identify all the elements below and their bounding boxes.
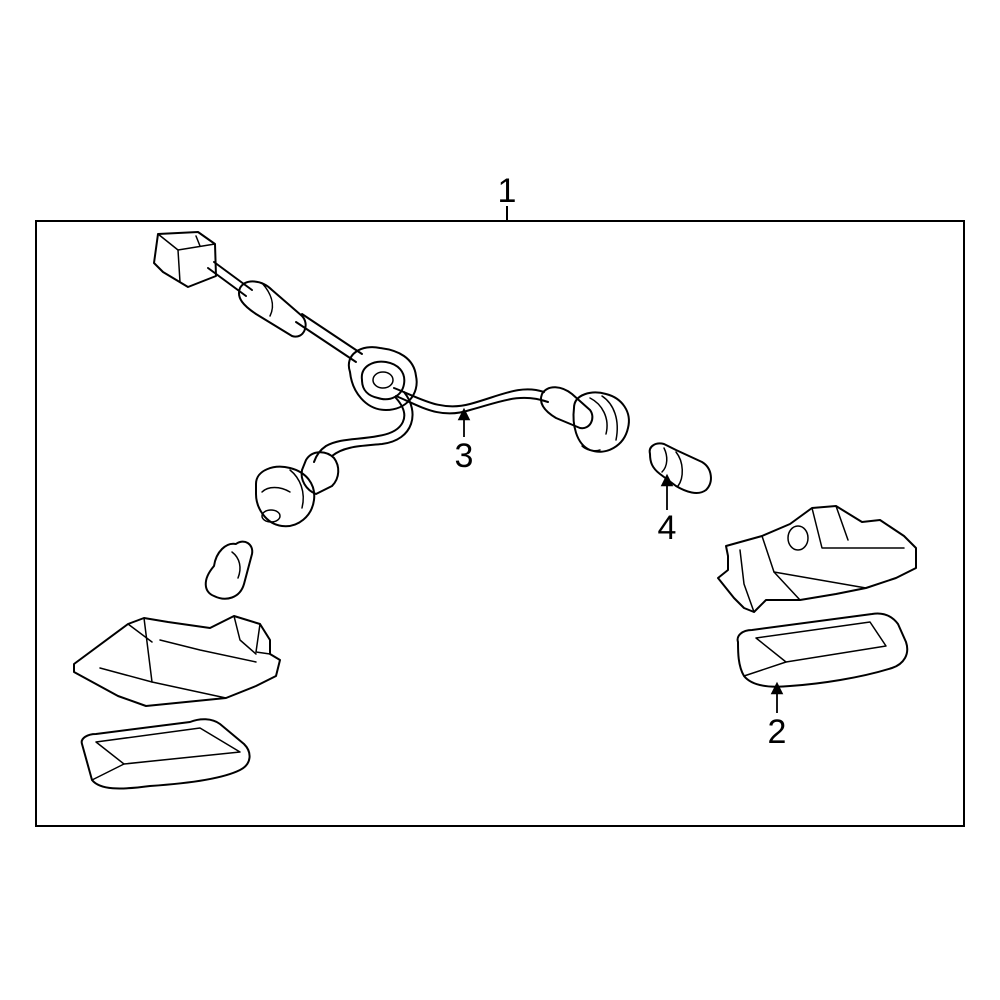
callout-2: 2 [768, 713, 787, 751]
assembly-frame [35, 220, 965, 827]
wire-harness [153, 231, 630, 528]
bulb-left-highlighted [204, 540, 254, 600]
callout-4: 4 [658, 509, 677, 547]
lens-left-highlighted [80, 718, 251, 790]
lens-right-part-2 [736, 612, 909, 688]
left-bulb-socket [255, 451, 340, 528]
harness-connector [153, 231, 217, 288]
bulb-part-4 [648, 442, 712, 494]
lamp-housing-right-highlighted [717, 505, 917, 613]
harness-grommet [347, 346, 418, 411]
callout-3: 3 [455, 437, 474, 475]
callout-1: 1 [498, 172, 517, 210]
lamp-housing-left-highlighted [73, 615, 281, 707]
right-bulb-socket [540, 386, 630, 453]
